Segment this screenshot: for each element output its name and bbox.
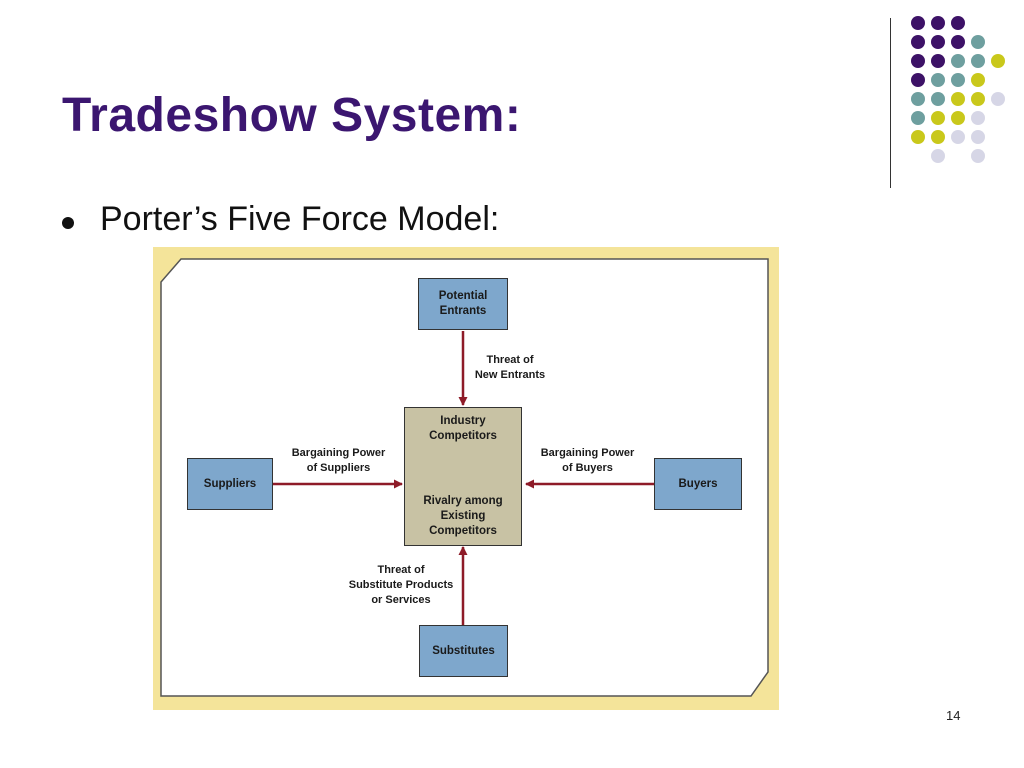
decorative-dot	[971, 130, 985, 144]
divider-line	[890, 18, 891, 188]
bullet-dot-icon	[62, 216, 74, 229]
decorative-dot	[911, 111, 925, 125]
decorative-dot	[931, 111, 945, 125]
decorative-dot	[931, 149, 945, 163]
edge-label-buyers: Bargaining Power of Buyers	[540, 447, 635, 474]
decorative-dot	[911, 92, 925, 106]
decorative-dot	[931, 92, 945, 106]
porter-five-forces-diagram: Potential Entrants Suppliers Buyers Subs…	[153, 247, 779, 710]
decorative-dot	[971, 73, 985, 87]
decorative-dot	[991, 92, 1005, 106]
decorative-dot	[931, 16, 945, 30]
edge-label-suppliers: Bargaining Power of Suppliers	[291, 447, 386, 474]
slide-title: Tradeshow System:	[62, 89, 522, 142]
decorative-dot	[911, 130, 925, 144]
decorative-dot	[951, 111, 965, 125]
decorative-dot	[931, 54, 945, 68]
decorative-dot	[951, 35, 965, 49]
decorative-dot	[971, 111, 985, 125]
decorative-dot	[931, 130, 945, 144]
center-bottom-label: Rivalry among Existing Competitors	[423, 495, 503, 537]
page-number: 14	[946, 708, 961, 723]
bullet-item: Porter’s Five Force Model:	[62, 200, 499, 239]
center-top-label: Industry Competitors	[429, 415, 497, 442]
edge-label-substitutes: Threat of Substitute Products or Service…	[348, 564, 454, 606]
decorative-dot	[951, 130, 965, 144]
decorative-dot	[911, 73, 925, 87]
decorative-dot	[971, 35, 985, 49]
decorative-dot	[931, 73, 945, 87]
bullet-text: Porter’s Five Force Model:	[100, 200, 500, 238]
decorative-dot	[991, 54, 1005, 68]
decorative-dot	[951, 73, 965, 87]
decorative-dot	[911, 35, 925, 49]
decorative-dot	[951, 16, 965, 30]
decorative-dot	[951, 54, 965, 68]
decorative-dot	[971, 149, 985, 163]
decorative-dot	[951, 92, 965, 106]
node-substitutes: Substitutes	[419, 625, 508, 677]
decorative-dot	[911, 16, 925, 30]
decorative-dot	[931, 35, 945, 49]
node-potential-entrants: Potential Entrants	[418, 278, 508, 330]
node-buyers: Buyers	[654, 458, 742, 510]
node-suppliers: Suppliers	[187, 458, 273, 510]
node-industry-competitors: Industry Competitors Rivalry among Exist…	[404, 407, 522, 546]
edge-label-new-entrants: Threat of New Entrants	[474, 354, 546, 381]
decorative-dot	[971, 54, 985, 68]
decorative-dot	[911, 54, 925, 68]
decorative-dot	[971, 92, 985, 106]
